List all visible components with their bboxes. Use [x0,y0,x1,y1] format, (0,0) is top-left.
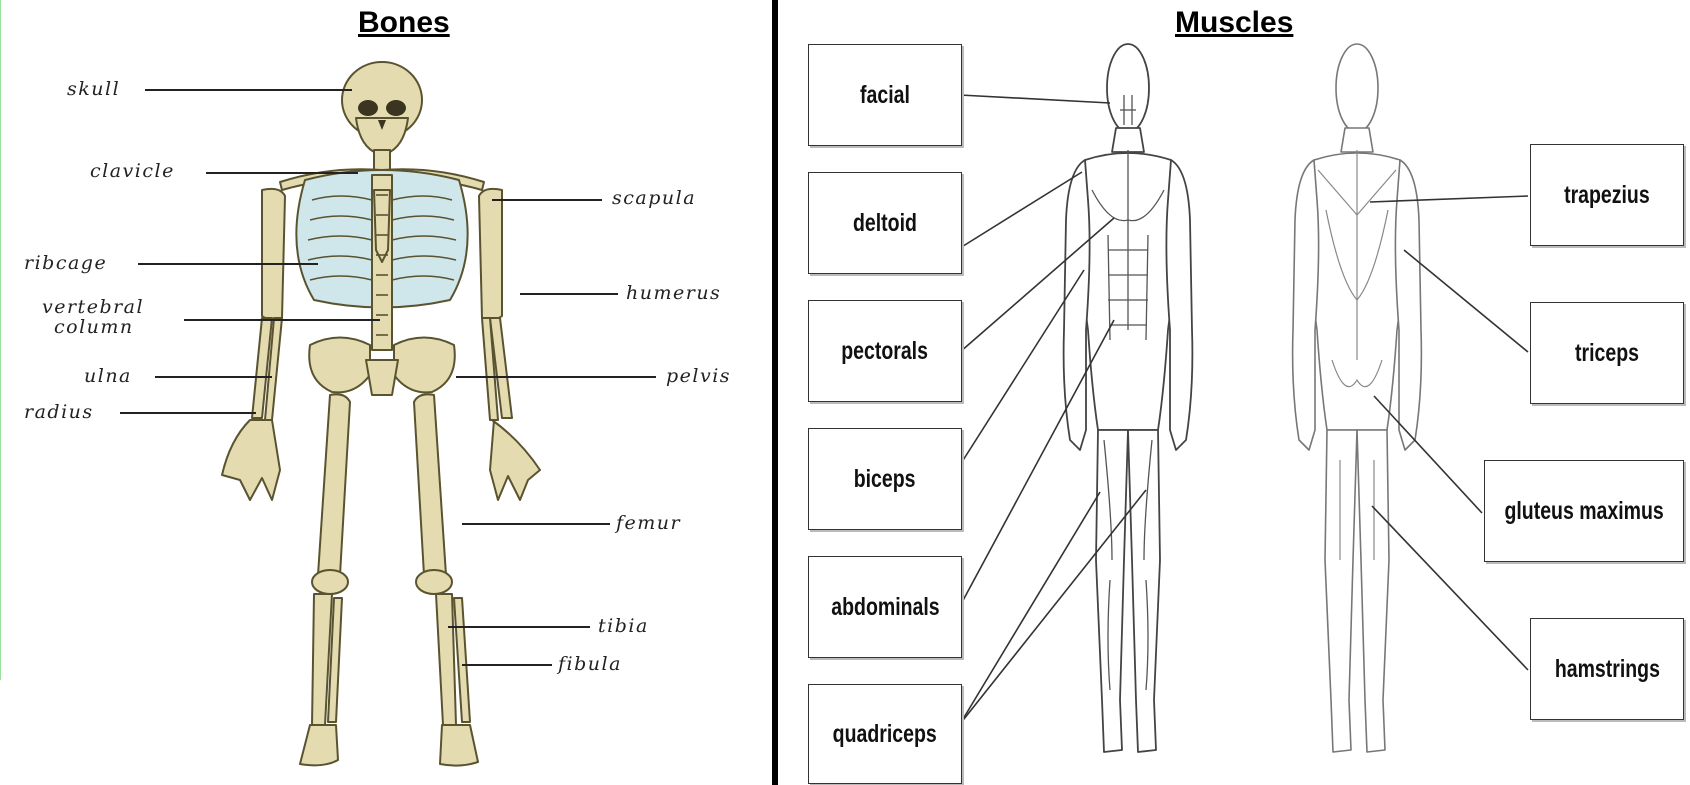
label-scapula: scapula [612,189,696,208]
label-tibia: tibia [598,617,649,636]
box-pectorals: pectorals [808,300,962,402]
box-gluteus-maximus: gluteus maximus [1484,460,1684,562]
box-biceps: biceps [808,428,962,530]
label-radius: radius [24,403,94,422]
box-deltoid: deltoid [808,172,962,274]
label-femur: femur [616,514,681,533]
label-pelvis: pelvis [666,367,731,386]
box-hamstrings-label: hamstrings [1554,655,1659,684]
box-deltoid-label: deltoid [853,209,917,238]
box-facial-label: facial [860,81,910,110]
box-gluteus-maximus-label: gluteus maximus [1504,497,1663,526]
box-quadriceps: quadriceps [808,684,962,784]
box-abdominals: abdominals [808,556,962,658]
label-fibula: fibula [558,655,622,674]
box-pectorals-label: pectorals [842,337,929,366]
label-clavicle: clavicle [90,162,175,181]
box-triceps-label: triceps [1575,339,1639,368]
box-biceps-label: biceps [854,465,916,494]
box-hamstrings: hamstrings [1530,618,1684,720]
label-ribcage: ribcage [24,254,107,273]
label-skull: skull [67,80,120,99]
box-trapezius-label: trapezius [1564,181,1650,210]
box-quadriceps-label: quadriceps [833,720,937,749]
box-facial: facial [808,44,962,146]
label-column: column [54,318,134,337]
box-triceps: triceps [1530,302,1684,404]
label-humerus: humerus [626,284,721,303]
box-abdominals-label: abdominals [831,593,939,622]
box-trapezius: trapezius [1530,144,1684,246]
label-vertebral: vertebral [42,298,144,317]
label-ulna: ulna [84,367,132,386]
